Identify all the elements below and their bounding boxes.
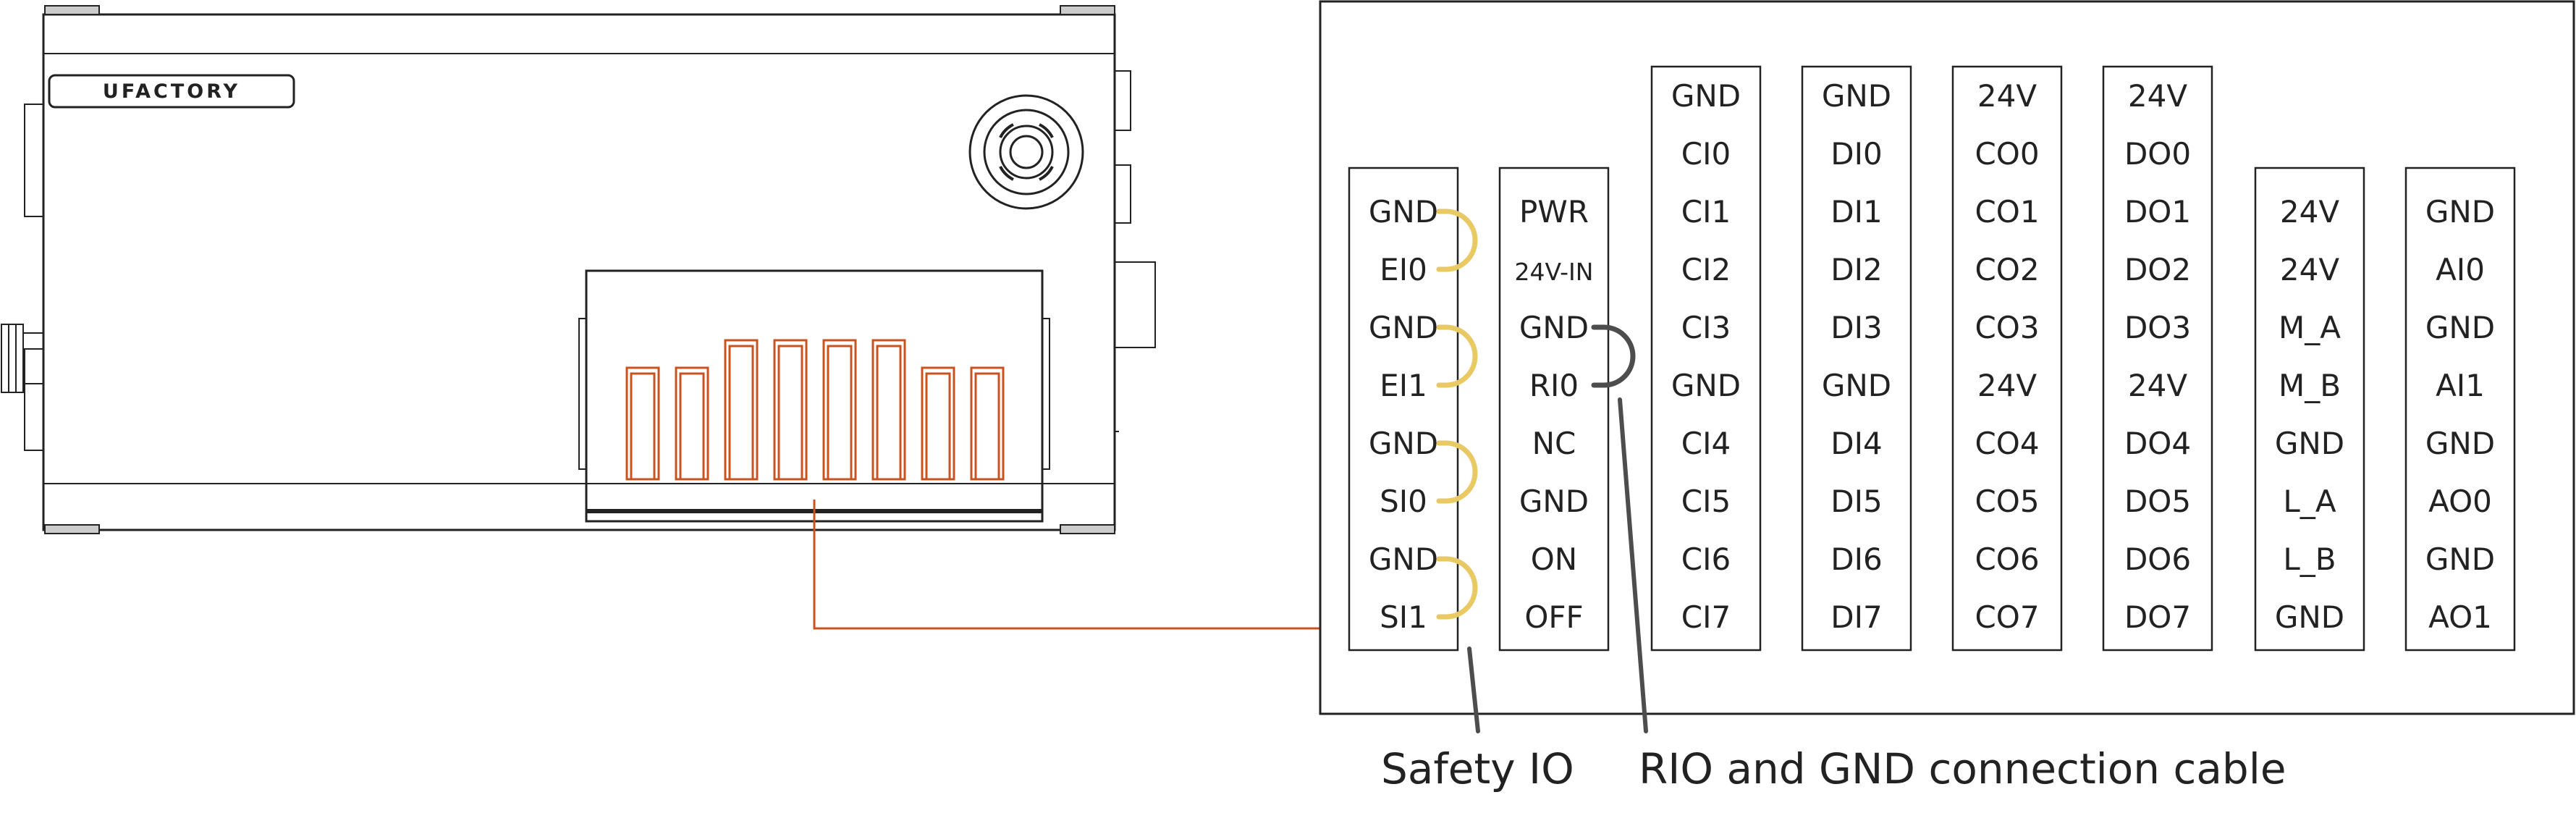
pin-label-config-input-2: CI1 <box>1681 194 1731 229</box>
safety-io-callout-line <box>1467 646 1480 733</box>
column-digital-input <box>1801 65 1912 652</box>
pin-label-power-3: RI0 <box>1529 368 1579 403</box>
pin-label-config-input-6: CI4 <box>1681 426 1731 461</box>
pin-label-config-input-0: GND <box>1671 78 1741 114</box>
pin-label-config-input-3: CI2 <box>1681 252 1731 287</box>
pin-label-analog-5: AO0 <box>2428 484 2492 519</box>
column-digital-output <box>2102 65 2213 652</box>
pin-label-digital-output-1: DO0 <box>2124 136 2191 172</box>
terminal-blocks <box>625 339 1005 481</box>
pin-label-digital-input-5: GND <box>1822 368 1891 403</box>
power-button-icon <box>968 94 1084 210</box>
pin-label-config-output-2: CO1 <box>1975 194 2039 229</box>
safety-jumpers <box>1436 208 1478 620</box>
pin-label-config-output-9: CO7 <box>1975 599 2039 635</box>
pin-label-power-6: ON <box>1531 542 1577 577</box>
pin-label-modbus-line-0: 24V <box>2280 194 2339 229</box>
pin-label-digital-output-8: DO6 <box>2124 542 2191 577</box>
pin-label-config-input-8: CI6 <box>1681 542 1731 577</box>
pin-label-digital-output-7: DO5 <box>2124 484 2191 519</box>
pin-label-analog-2: GND <box>2425 310 2495 345</box>
pin-label-analog-7: AO1 <box>2428 599 2492 635</box>
pin-label-digital-input-8: DI6 <box>1830 542 1882 577</box>
pin-label-analog-4: GND <box>2425 426 2495 461</box>
pin-label-config-output-5: 24V <box>1977 368 2037 403</box>
column-power <box>1498 167 1610 652</box>
pin-label-analog-0: GND <box>2425 194 2495 229</box>
pin-label-digital-output-3: DO2 <box>2124 252 2191 287</box>
pin-label-safety-io-6: GND <box>1369 542 1438 577</box>
control-box <box>1 5 1156 534</box>
pin-label-config-output-3: CO2 <box>1975 252 2039 287</box>
pin-label-digital-input-2: DI1 <box>1830 194 1882 229</box>
pin-label-digital-input-4: DI3 <box>1830 310 1882 345</box>
brand-plate: UFACTORY <box>48 74 295 109</box>
brand-label: UFACTORY <box>103 80 240 103</box>
pin-label-config-output-1: CO0 <box>1975 136 2039 172</box>
column-modbus-line <box>2254 167 2365 652</box>
pin-label-safety-io-7: SI1 <box>1380 599 1427 635</box>
pin-label-modbus-line-1: 24V <box>2280 252 2339 287</box>
pin-label-digital-output-2: DO1 <box>2124 194 2191 229</box>
column-analog <box>2404 167 2516 652</box>
pin-label-safety-io-4: GND <box>1369 426 1438 461</box>
pin-label-power-1: 24V-IN <box>1515 258 1594 286</box>
pin-label-modbus-line-4: GND <box>2275 426 2344 461</box>
pin-label-safety-io-3: EI1 <box>1380 368 1427 403</box>
leader-line <box>813 500 1320 630</box>
pin-label-config-output-4: CO3 <box>1975 310 2039 345</box>
rio-cable-label: RIO and GND connection cable <box>1639 744 2286 793</box>
pin-label-power-2: GND <box>1519 310 1589 345</box>
pin-label-config-input-1: CI0 <box>1681 136 1731 172</box>
pin-label-digital-input-6: DI4 <box>1830 426 1882 461</box>
column-config-output <box>1951 65 2063 652</box>
pin-label-safety-io-5: SI0 <box>1380 484 1427 519</box>
terminal-columns <box>1348 65 2516 652</box>
safety-io-label: Safety IO <box>1381 744 1574 793</box>
pin-label-analog-6: GND <box>2425 542 2495 577</box>
pin-label-digital-output-5: 24V <box>2128 368 2187 403</box>
pin-label-analog-3: AI1 <box>2436 368 2485 403</box>
pin-label-digital-input-3: DI2 <box>1830 252 1882 287</box>
pin-label-digital-output-6: DO4 <box>2124 426 2191 461</box>
pin-label-power-4: NC <box>1532 426 1576 461</box>
pin-label-safety-io-1: EI0 <box>1380 252 1427 287</box>
pin-labels: GNDEI0GNDEI1GNDSI0GNDSI1PWR24V-INGNDRI0N… <box>1369 78 2495 635</box>
column-config-input <box>1650 65 1762 652</box>
pin-label-config-output-8: CO6 <box>1975 542 2039 577</box>
pin-label-digital-input-1: DI0 <box>1830 136 1882 172</box>
pin-label-config-input-9: CI7 <box>1681 599 1731 635</box>
pin-label-config-output-7: CO5 <box>1975 484 2039 519</box>
pin-label-digital-input-0: GND <box>1822 78 1891 114</box>
pin-label-config-input-5: GND <box>1671 368 1741 403</box>
pin-label-analog-1: AI0 <box>2436 252 2485 287</box>
pin-label-power-5: GND <box>1519 484 1589 519</box>
rio-cable-callout-line <box>1618 397 1648 733</box>
pin-label-config-output-6: CO4 <box>1975 426 2039 461</box>
pin-label-safety-io-0: GND <box>1369 194 1438 229</box>
pin-label-modbus-line-7: GND <box>2275 599 2344 635</box>
pin-label-config-output-0: 24V <box>1977 78 2037 114</box>
callout-lines <box>1467 397 1648 733</box>
pin-label-modbus-line-3: M_B <box>2279 368 2341 403</box>
pin-label-safety-io-2: GND <box>1369 310 1438 345</box>
pin-label-digital-input-7: DI5 <box>1830 484 1882 519</box>
pin-label-config-input-7: CI5 <box>1681 484 1731 519</box>
pin-label-power-0: PWR <box>1519 194 1589 229</box>
rio-gnd-cable <box>1591 324 1636 388</box>
pin-label-digital-output-0: 24V <box>2128 78 2187 114</box>
pin-label-power-7: OFF <box>1524 599 1583 635</box>
pin-label-modbus-line-6: L_B <box>2283 542 2336 577</box>
pin-label-digital-output-9: DO7 <box>2124 599 2191 635</box>
pin-label-modbus-line-2: M_A <box>2279 310 2341 345</box>
enlarged-view-frame <box>1319 0 2575 715</box>
pin-label-config-input-4: CI3 <box>1681 310 1731 345</box>
column-safety-io <box>1348 167 1459 652</box>
pin-label-digital-input-9: DI7 <box>1830 599 1882 635</box>
pin-label-modbus-line-5: L_A <box>2283 484 2336 519</box>
pin-label-digital-output-4: DO3 <box>2124 310 2191 345</box>
